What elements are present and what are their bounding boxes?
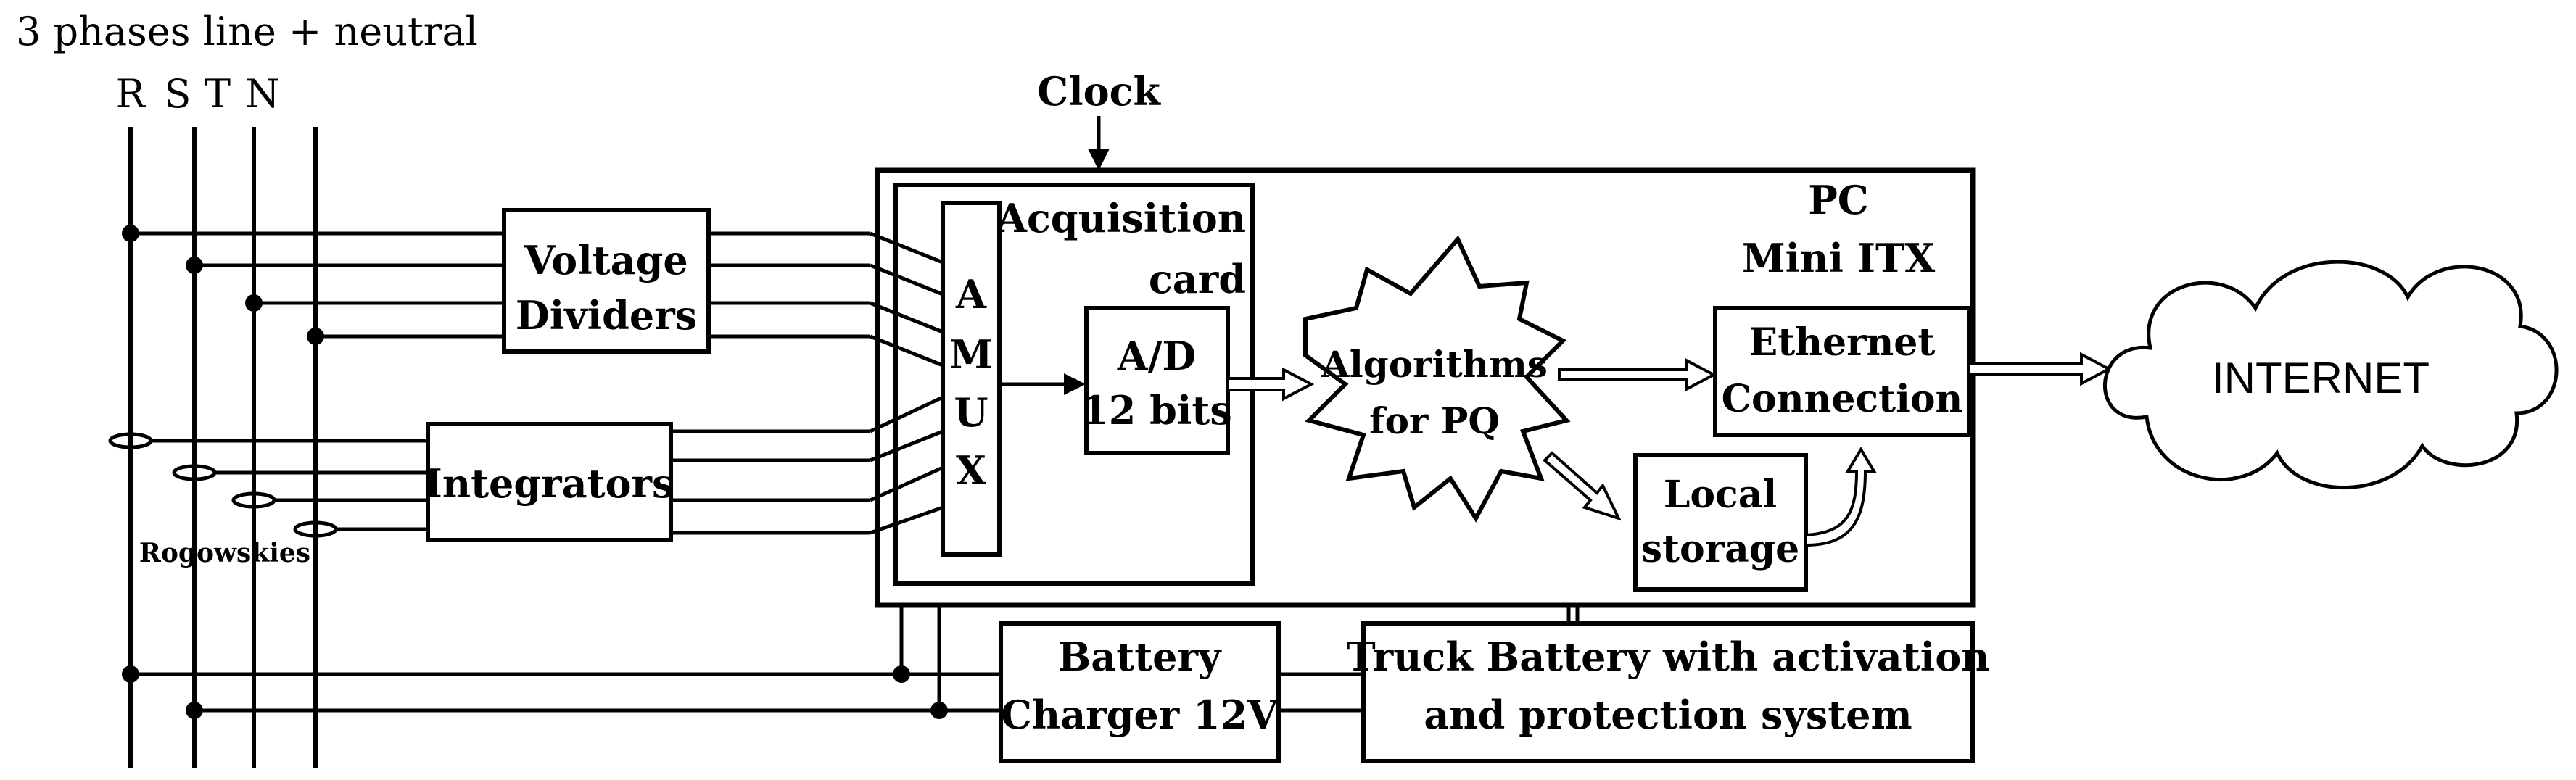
internet-cloud bbox=[2102, 260, 2559, 490]
voltage-dividers-box bbox=[502, 208, 711, 354]
truck-battery-box bbox=[1361, 621, 1975, 763]
amux-letter-a: A bbox=[955, 271, 987, 318]
battery-charger-box bbox=[999, 621, 1281, 763]
algorithms-label-line1: Algorithms bbox=[1321, 343, 1548, 386]
junction-dot bbox=[307, 328, 324, 345]
amux-letter-x: X bbox=[956, 447, 986, 494]
power-junctions bbox=[122, 665, 948, 719]
amux-letter-u: U bbox=[954, 389, 988, 436]
algorithms-label-line2: for PQ bbox=[1369, 399, 1500, 442]
clock-label: Clock bbox=[1037, 68, 1161, 115]
power-supply-lines bbox=[131, 605, 1580, 713]
voltage-divider-outputs bbox=[709, 231, 944, 368]
acquisition-card-label-line2: card bbox=[1149, 256, 1246, 302]
phase-label-s: S bbox=[165, 71, 191, 117]
junction-dot bbox=[893, 665, 910, 683]
battery-charger-label-line2: Charger 12V bbox=[1001, 692, 1279, 738]
algorithms-to-storage-arrow bbox=[1543, 451, 1622, 521]
integrators-label: Integrators bbox=[424, 460, 674, 507]
amux-box bbox=[941, 201, 1002, 557]
ethernet-connection-box bbox=[1713, 306, 1971, 437]
ethernet-to-internet-arrow bbox=[1968, 352, 2113, 386]
junction-dot bbox=[930, 702, 948, 719]
integrator-outputs bbox=[671, 395, 944, 535]
phase-label-n: N bbox=[245, 71, 279, 117]
adc-to-algorithms-arrow bbox=[1226, 367, 1315, 402]
pc-mini-itx-box bbox=[875, 167, 1976, 608]
pc-label-line2: Mini ITX bbox=[1742, 235, 1935, 281]
voltage-taps bbox=[122, 225, 504, 345]
acquisition-card-label-line1: Acquisition bbox=[996, 195, 1246, 241]
junction-dot bbox=[122, 225, 139, 242]
amux-letter-m: M bbox=[949, 331, 993, 378]
junction-dot bbox=[245, 294, 263, 312]
algorithms-starburst bbox=[1303, 235, 1571, 523]
truck-battery-label-line1: Truck Battery with activation bbox=[1347, 634, 1990, 680]
integrators-box bbox=[426, 422, 673, 542]
pc-label-line1: PC bbox=[1808, 177, 1869, 223]
voltage-dividers-label-line1: Voltage bbox=[524, 237, 688, 283]
algorithms-to-ethernet-arrow bbox=[1558, 357, 1717, 392]
adc-label-line1: A/D bbox=[1117, 333, 1196, 379]
phase-lines bbox=[128, 127, 318, 768]
storage-to-ethernet-arrow bbox=[1804, 447, 1877, 547]
diagram-title: 3 phases line + neutral bbox=[16, 9, 478, 54]
adc-label-line2: 12 bits bbox=[1081, 387, 1232, 433]
local-storage-box bbox=[1633, 453, 1808, 592]
phase-label-r: R bbox=[116, 71, 146, 117]
local-storage-label-line1: Local bbox=[1664, 473, 1777, 517]
voltage-dividers-label-line2: Dividers bbox=[516, 292, 697, 339]
internet-label: INTERNET bbox=[2212, 354, 2430, 402]
rogowski-coils bbox=[108, 432, 338, 538]
junction-dot bbox=[186, 702, 203, 719]
coil-leads bbox=[151, 439, 428, 531]
truck-battery-label-line2: and protection system bbox=[1424, 692, 1912, 738]
battery-charger-label-line1: Battery bbox=[1058, 634, 1222, 680]
phase-label-t: T bbox=[205, 71, 231, 117]
junction-dot bbox=[122, 665, 139, 683]
ethernet-label-line1: Ethernet bbox=[1749, 320, 1936, 365]
local-storage-label-line2: storage bbox=[1641, 527, 1800, 571]
ethernet-label-line2: Connection bbox=[1722, 377, 1963, 421]
rogowskies-label: Rogowskies bbox=[139, 538, 310, 568]
junction-dot bbox=[186, 257, 203, 274]
